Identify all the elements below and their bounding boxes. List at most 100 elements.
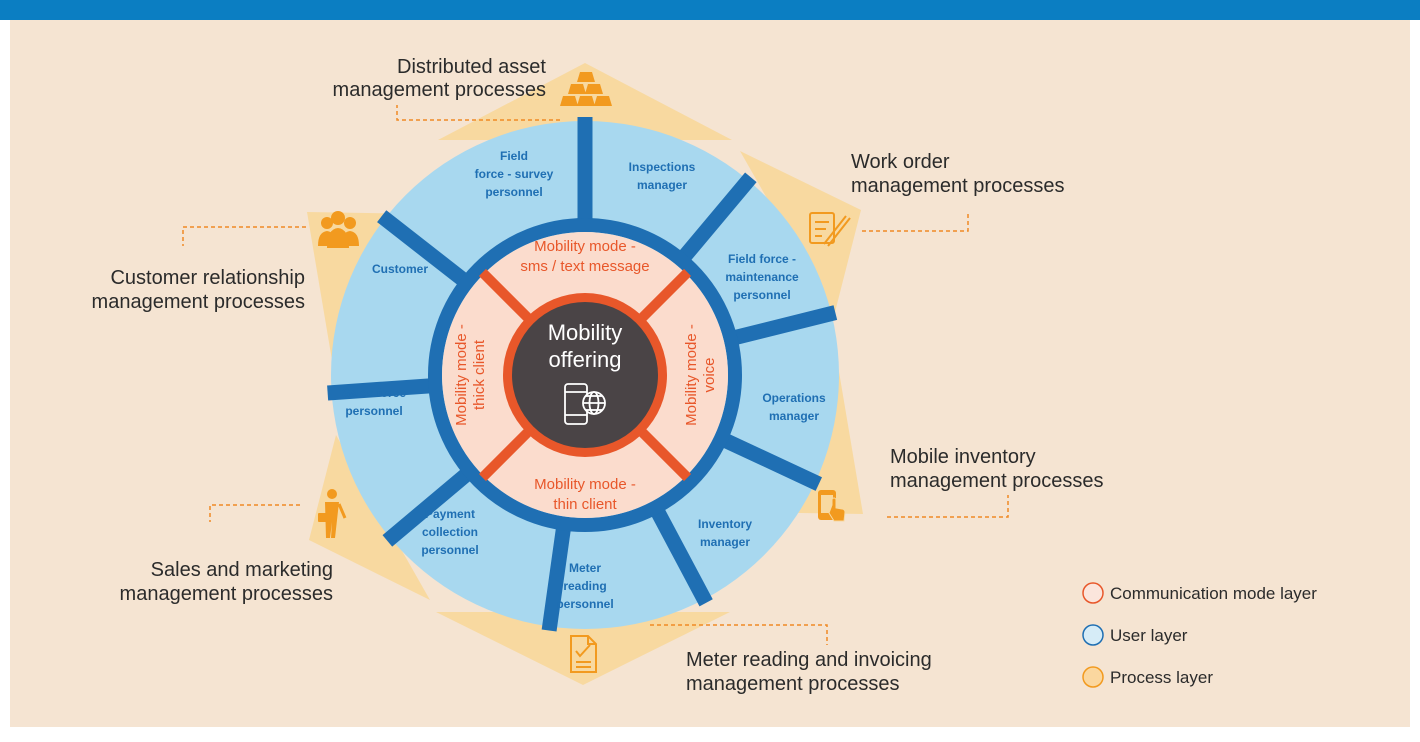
process-label-line: Work order bbox=[851, 151, 950, 173]
mode-right-line1: Mobility mode - bbox=[683, 324, 700, 426]
process-label-line: Distributed asset bbox=[397, 56, 546, 78]
user-label-line: Field force - bbox=[728, 252, 796, 266]
process-label-customer-relationship: Customer relationship management process… bbox=[92, 267, 305, 313]
mode-label-left: Mobility mode - thick client bbox=[453, 324, 488, 426]
center-title-line1: Mobility bbox=[548, 320, 623, 345]
legend-item-process-layer: Process layer bbox=[1082, 666, 1213, 688]
mode-top-line2: sms / text message bbox=[520, 258, 649, 275]
process-label-line: management processes bbox=[92, 291, 305, 313]
mode-left-line1: Mobility mode - bbox=[453, 324, 470, 426]
user-segment-inspections-manager: Inspections manager bbox=[629, 160, 696, 192]
user-label-line: manager bbox=[700, 535, 750, 549]
connector-meter-reading bbox=[650, 624, 828, 645]
legend-swatch-red bbox=[1082, 582, 1104, 604]
mobile-touch-icon bbox=[818, 490, 846, 522]
legend-label: User layer bbox=[1110, 626, 1188, 645]
user-label-line: personnel bbox=[421, 543, 478, 557]
mode-top-line1: Mobility mode - bbox=[534, 238, 636, 255]
connector-distributed-asset bbox=[396, 105, 560, 121]
process-label-line: management processes bbox=[890, 470, 1103, 492]
legend-label: Process layer bbox=[1110, 668, 1213, 687]
connector-work-order bbox=[862, 212, 969, 232]
invoice-checklist-icon bbox=[570, 635, 597, 673]
salesperson-icon bbox=[318, 489, 347, 538]
process-triangle-lower-left bbox=[309, 435, 430, 600]
user-label-line: personnel bbox=[556, 597, 613, 611]
connector-lines bbox=[182, 105, 1009, 645]
legend-swatch-orange bbox=[1082, 666, 1104, 688]
user-inner-border bbox=[428, 218, 742, 532]
user-segment-payment-collection: Payment collection personnel bbox=[421, 507, 478, 557]
mode-divider bbox=[478, 426, 534, 482]
user-divider bbox=[675, 172, 757, 265]
legend-item-communication-mode: Communication mode layer bbox=[1082, 582, 1317, 604]
document-edit-icon bbox=[809, 212, 851, 247]
process-label-line: Mobile inventory bbox=[890, 446, 1036, 468]
user-label-line: Meter bbox=[569, 561, 601, 575]
mode-bottom-line1: Mobility mode - bbox=[534, 476, 636, 493]
user-label-line: Customer bbox=[372, 262, 428, 276]
user-label-line: Operations bbox=[762, 391, 826, 405]
user-segment-field-force-survey: Field force - survey personnel bbox=[475, 149, 554, 199]
process-label-work-order: Work order management processes bbox=[851, 151, 1064, 197]
legend-item-user-layer: User layer bbox=[1082, 624, 1188, 646]
mode-divider bbox=[478, 268, 534, 324]
user-label-line: personnel bbox=[485, 185, 542, 199]
user-divider bbox=[382, 465, 475, 547]
process-label-line: management processes bbox=[333, 79, 546, 101]
user-label-line: Sales force bbox=[342, 386, 406, 400]
mode-label-bottom: Mobility mode - thin client bbox=[534, 476, 636, 513]
user-divider bbox=[717, 431, 822, 491]
process-label-line: Meter reading and invoicing bbox=[686, 649, 932, 671]
user-label-line: Field bbox=[500, 149, 528, 163]
user-segment-meter-reading: Meter reading personnel bbox=[556, 561, 613, 611]
user-label-line: maintenance bbox=[725, 270, 799, 284]
mobile-globe-icon bbox=[564, 383, 606, 425]
user-segment-inventory-manager: Inventory manager bbox=[698, 517, 752, 549]
user-divider bbox=[327, 377, 436, 401]
user-segment-sales-force: Sales force personnel bbox=[342, 386, 406, 418]
user-label-line: manager bbox=[637, 178, 687, 192]
process-label-line: management processes bbox=[120, 583, 333, 605]
user-label-line: manager bbox=[769, 409, 819, 423]
mode-divider bbox=[636, 268, 692, 324]
user-layer-dividers bbox=[327, 117, 838, 632]
user-label-line: force - survey bbox=[475, 167, 554, 181]
legend: Communication mode layer User layer Proc… bbox=[1082, 582, 1317, 688]
process-label-line: Customer relationship bbox=[110, 267, 305, 289]
center-circle bbox=[512, 302, 658, 448]
process-label-line: management processes bbox=[851, 175, 1064, 197]
top-bar bbox=[0, 0, 1420, 20]
legend-label: Communication mode layer bbox=[1110, 584, 1317, 603]
user-label-line: Payment bbox=[425, 507, 475, 521]
user-label-line: Inventory bbox=[698, 517, 752, 531]
user-label-line: personnel bbox=[733, 288, 790, 302]
mode-label-right: Mobility mode - voice bbox=[683, 324, 718, 426]
connector-mobile-inventory bbox=[887, 495, 1009, 518]
process-label-line: management processes bbox=[686, 673, 899, 695]
connector-sales-marketing bbox=[209, 504, 300, 522]
mode-divider bbox=[636, 426, 692, 482]
process-label-meter-reading: Meter reading and invoicing management p… bbox=[686, 649, 932, 695]
mode-bottom-line2: thin client bbox=[553, 496, 617, 513]
user-segment-field-force-maintenance: Field force - maintenance personnel bbox=[725, 252, 799, 302]
user-segment-customer: Customer bbox=[372, 262, 428, 276]
user-divider bbox=[377, 210, 472, 289]
user-divider bbox=[728, 305, 838, 346]
center-title-line2: offering bbox=[549, 347, 622, 372]
legend-swatch-blue bbox=[1082, 624, 1104, 646]
process-triangle-upper-right bbox=[740, 151, 861, 316]
process-triangle-bottom bbox=[436, 612, 730, 685]
user-divider bbox=[648, 503, 713, 607]
mode-left-line2: thick client bbox=[471, 339, 488, 410]
mode-label-top: Mobility mode - sms / text message bbox=[520, 238, 649, 275]
process-label-distributed-asset: Distributed asset management processes bbox=[333, 56, 547, 101]
user-label-line: reading bbox=[563, 579, 606, 593]
user-label-line: collection bbox=[422, 525, 478, 539]
user-segment-operations-manager: Operations manager bbox=[762, 391, 826, 423]
process-label-sales-marketing: Sales and marketing management processes bbox=[120, 559, 333, 605]
process-label-mobile-inventory: Mobile inventory management processes bbox=[890, 446, 1103, 492]
customers-group-icon bbox=[318, 211, 359, 248]
gold-bars-icon bbox=[560, 72, 612, 106]
connector-customer-relationship bbox=[182, 226, 306, 246]
